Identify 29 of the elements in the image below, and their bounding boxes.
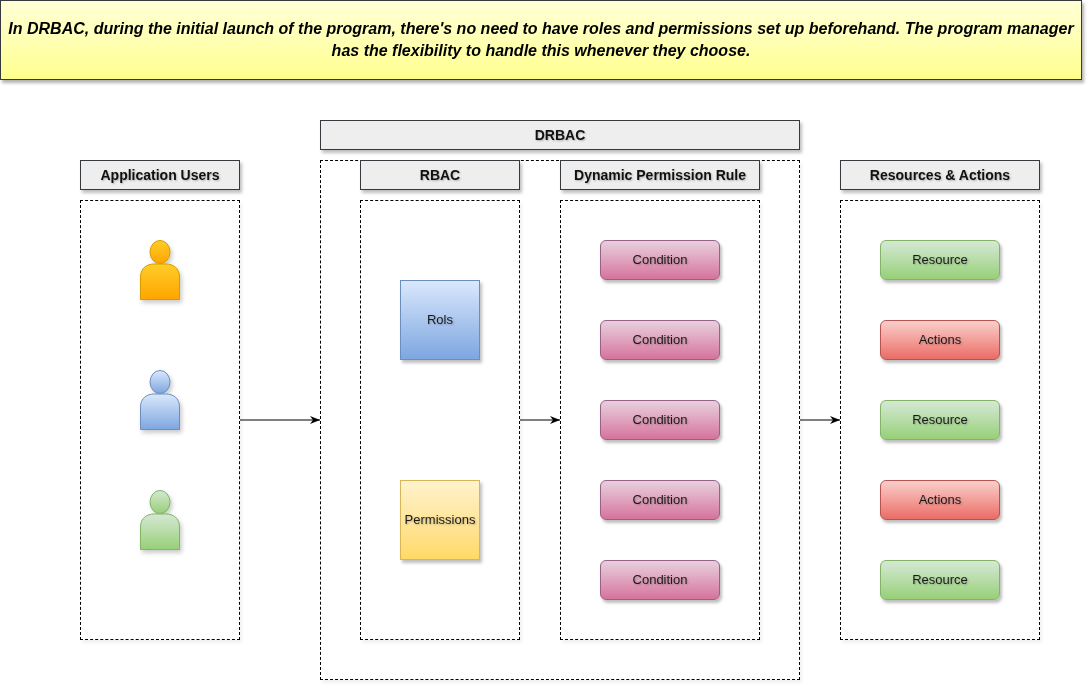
condition-box: Condition bbox=[600, 480, 720, 520]
resource-box: Resource bbox=[880, 560, 1000, 600]
square-box: Permissions bbox=[400, 480, 480, 560]
arrow bbox=[519, 416, 561, 424]
person-icon bbox=[140, 490, 180, 550]
dashed-container bbox=[360, 200, 520, 640]
person-icon bbox=[140, 370, 180, 430]
condition-box: Condition bbox=[600, 240, 720, 280]
arrow bbox=[239, 416, 321, 424]
action-box: Actions bbox=[880, 320, 1000, 360]
note-box: In DRBAC, during the initial launch of the program, there's no need to have roles and permissions set up beforehand. The program manager has the flexibility to handle this whenever they choose. bbox=[0, 0, 1082, 80]
dashed-container bbox=[560, 200, 760, 640]
condition-box: Condition bbox=[600, 400, 720, 440]
condition-box: Condition bbox=[600, 560, 720, 600]
person-icon bbox=[140, 240, 180, 300]
dashed-container bbox=[320, 160, 800, 680]
section-header: Application Users bbox=[80, 160, 240, 190]
resource-box: Resource bbox=[880, 400, 1000, 440]
dashed-container bbox=[80, 200, 240, 640]
condition-box: Condition bbox=[600, 320, 720, 360]
arrow bbox=[799, 416, 841, 424]
resource-box: Resource bbox=[880, 240, 1000, 280]
section-header: Resources & Actions bbox=[840, 160, 1040, 190]
section-header: DRBAC bbox=[320, 120, 800, 150]
section-header: Dynamic Permission Rule bbox=[560, 160, 760, 190]
dashed-container bbox=[840, 200, 1040, 640]
section-header: RBAC bbox=[360, 160, 520, 190]
action-box: Actions bbox=[880, 480, 1000, 520]
square-box: Rols bbox=[400, 280, 480, 360]
